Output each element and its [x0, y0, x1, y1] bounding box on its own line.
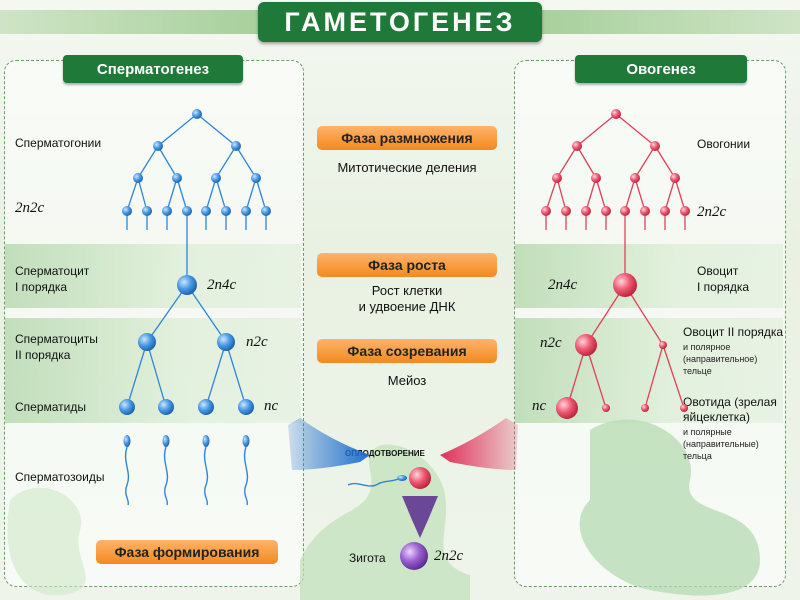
label-spermatogonia: Сперматогонии [15, 136, 102, 150]
ploidy-left-gonia: 2n2c [15, 200, 45, 216]
page-title: ГАМЕТОГЕНЕЗ [258, 2, 542, 42]
oocyte2-note-1: и полярное [683, 342, 731, 352]
label-spermatocyte1-a: Сперматоцит [15, 264, 90, 278]
oocyte2-note-2: (направительное) [683, 354, 758, 364]
zygote-label: Зигота [349, 551, 386, 565]
ootid-note-3: тельца [683, 451, 712, 461]
egg-cell [409, 467, 431, 489]
fertilization-label: ОПЛОДОТВОРЕНИЕ [345, 449, 425, 458]
female-cells [541, 109, 690, 419]
label-spermatozoa: Сперматозоиды [15, 470, 105, 484]
zygote-ploidy: 2n2c [434, 548, 464, 564]
ploidy-right-cyte2: n2c [540, 335, 562, 351]
label-oocyte1-a: Овоцит [697, 264, 739, 278]
ploidy-left-cyte2: n2c [246, 334, 268, 350]
oogenesis-heading: Овогенез [575, 55, 747, 83]
label-spermatocyte1-b: I порядка [15, 280, 68, 294]
sperm-arrow [288, 418, 370, 470]
ploidy-right-cyte1: 2n4c [548, 277, 578, 293]
spermatozoa-cells [123, 435, 250, 506]
label-oogonia: Овогонии [697, 137, 751, 151]
phase-growth: Фаза роста [317, 253, 497, 277]
label-oocyte1-b: I порядка [697, 280, 750, 294]
ploidy-right-tid: nc [532, 398, 547, 414]
oogonia-tree [545, 113, 686, 409]
phase-reproduction: Фаза размножения [317, 126, 497, 150]
label-spermatocytes2-a: Сперматоциты [15, 332, 98, 346]
label-spermatids: Сперматиды [15, 400, 86, 414]
phase-formation: Фаза формирования [96, 540, 278, 564]
fertilizing-sperm [347, 475, 407, 487]
ootid-note-2: (направительные) [683, 439, 759, 449]
label-spermatocytes2-b: II порядка [15, 348, 71, 362]
ploidy-left-cyte1: 2n4c [207, 277, 237, 293]
stripe-growth-right [515, 244, 783, 308]
spermatogonia-tree [126, 113, 267, 408]
reproduction-desc: Митотические деления [337, 160, 477, 175]
ootid-note-1: и полярные [683, 427, 732, 437]
growth-desc-2: и удвоение ДНК [358, 299, 456, 314]
ploidy-right-gonia: 2n2c [697, 204, 727, 220]
label-ootid-2: яйцеклетка) [683, 410, 750, 424]
phase-maturation: Фаза созревания [317, 339, 497, 363]
label-ootid-1: Овотида (зрелая [683, 395, 777, 409]
stripe-growth-left [5, 244, 301, 308]
oocyte2-note-3: тельце [683, 366, 712, 376]
ploidy-left-tid: nc [264, 398, 279, 414]
down-arrow [402, 496, 438, 538]
growth-desc-1: Рост клетки [371, 283, 443, 298]
zygote-cell [400, 542, 428, 570]
maturation-desc: Мейоз [387, 373, 427, 388]
egg-arrow [440, 418, 518, 470]
male-cells [119, 109, 271, 415]
label-oocyte2: Овоцит II порядка [683, 325, 784, 339]
spermatogenesis-heading: Сперматогенез [63, 55, 243, 83]
